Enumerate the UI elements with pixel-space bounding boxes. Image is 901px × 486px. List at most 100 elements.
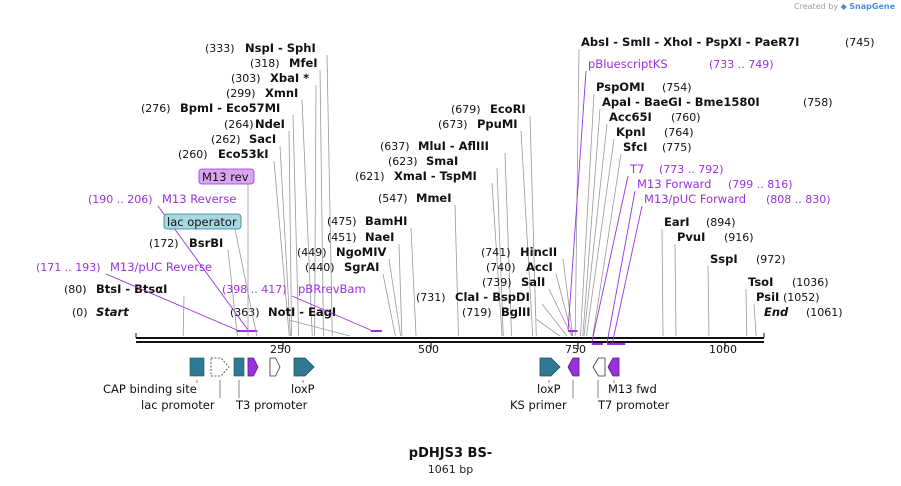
site-position: (739) xyxy=(482,276,512,289)
site-leader xyxy=(288,319,351,337)
credit-brand: SnapGene xyxy=(849,2,895,11)
site-position: (740) xyxy=(486,261,516,274)
site-name: AccI xyxy=(526,260,553,274)
site-name: Eco53kI xyxy=(218,147,269,161)
site-position: (1036) xyxy=(792,276,829,289)
site-leader xyxy=(314,84,317,337)
site-leader xyxy=(592,153,622,337)
site-name: SfcI xyxy=(623,140,647,154)
site-position: (719) xyxy=(462,306,492,319)
ruler-tick-label: 750 xyxy=(565,343,586,356)
site-position: (673) xyxy=(438,118,468,131)
site-leader xyxy=(388,258,402,337)
site-name: PvuI xyxy=(677,230,705,244)
site-position: (621) xyxy=(355,170,385,183)
site-position: (0) xyxy=(72,306,88,319)
primer-name: M13/pUC Reverse xyxy=(110,260,212,274)
site-name: BamHI xyxy=(365,214,407,228)
site-name: PspOMI xyxy=(596,80,645,94)
site-position: (623) xyxy=(388,155,418,168)
primer-range: (171 .. 193) xyxy=(36,261,101,274)
site-name: End xyxy=(764,305,789,319)
feature-label: lac promoter xyxy=(141,398,215,412)
primer-range: (808 .. 830) xyxy=(766,193,831,206)
feature-label-box xyxy=(198,168,255,185)
site-leader xyxy=(555,273,573,337)
site-position: (637) xyxy=(380,140,410,153)
site-leader xyxy=(182,295,185,337)
m13-rev-glyph xyxy=(247,357,259,377)
snapgene-logo-icon: ◆ xyxy=(840,2,847,11)
site-position: (451) xyxy=(327,231,357,244)
site-position: (172) xyxy=(149,237,179,250)
site-leader xyxy=(454,204,459,337)
site-leader xyxy=(745,288,748,337)
site-position: (264) xyxy=(224,118,254,131)
t3-promoter-glyph xyxy=(269,357,281,377)
site-leader xyxy=(273,160,290,337)
primer-name: M13 Reverse xyxy=(162,192,236,206)
plasmid-length: 1061 bp xyxy=(427,463,474,476)
primer-leader xyxy=(291,295,371,331)
site-name: NgoMIV xyxy=(336,245,386,259)
primer-leader xyxy=(105,273,237,331)
primer-range: (799 .. 816) xyxy=(728,178,793,191)
site-position: (475) xyxy=(327,215,357,228)
primer-name: M13 Forward xyxy=(637,177,711,191)
primer-leader xyxy=(606,190,636,344)
site-position: (276) xyxy=(141,102,171,115)
site-name: SspI xyxy=(710,252,738,266)
site-leader xyxy=(288,130,293,337)
site-name: SacI xyxy=(249,132,276,146)
site-position: (775) xyxy=(662,141,692,154)
site-name: NotI - EagI xyxy=(268,305,336,319)
site-name: NaeI xyxy=(365,230,394,244)
loxp-left-glyph xyxy=(293,357,315,377)
primer-leader xyxy=(611,205,643,344)
ruler-tick-label: 250 xyxy=(270,343,291,356)
site-name: SalI xyxy=(521,275,545,289)
site-name: XbaI * xyxy=(270,71,309,85)
site-leader xyxy=(301,99,313,337)
site-name: ApaI - BaeGI - Bme1580I xyxy=(602,95,760,109)
primer-leader xyxy=(567,70,587,331)
site-position: (679) xyxy=(451,103,481,116)
site-leader xyxy=(398,243,403,337)
site-leader xyxy=(319,69,324,337)
site-position: (972) xyxy=(756,253,786,266)
primer-range: (190 .. 206) xyxy=(88,193,153,206)
lac-operator-glyph xyxy=(233,357,245,377)
feature-label: T7 promoter xyxy=(597,398,670,412)
loxp-right-glyph xyxy=(539,357,561,377)
site-position: (758) xyxy=(803,96,833,109)
site-name: BtsI - BtsαI xyxy=(96,282,167,296)
site-name: EcoRI xyxy=(490,102,526,116)
site-leader xyxy=(583,123,608,337)
site-name: XmnI xyxy=(265,86,298,100)
site-leader xyxy=(326,54,333,337)
site-name: MfeI xyxy=(289,56,318,70)
site-leader xyxy=(580,93,595,337)
primer-name: pBRrevBam xyxy=(298,282,366,296)
site-leader xyxy=(707,265,710,337)
site-position: (547) xyxy=(378,192,408,205)
lac-promoter-glyph xyxy=(210,357,230,377)
feature-label: KS primer xyxy=(510,398,567,412)
primer-range: (773 .. 792) xyxy=(659,163,724,176)
site-position: (760) xyxy=(671,111,701,124)
site-name: MluI - AflIII xyxy=(418,139,489,153)
site-position: (440) xyxy=(305,261,335,274)
site-position: (764) xyxy=(664,126,694,139)
site-position: (299) xyxy=(226,87,256,100)
site-position: (1061) xyxy=(806,306,843,319)
site-name: ClaI - BspDI xyxy=(455,290,530,304)
site-name: SgrAI xyxy=(344,260,379,274)
site-leader xyxy=(410,227,417,337)
site-leader xyxy=(753,303,757,337)
site-name: AbsI - SmlI - XhoI - PspXI - PaeR7I xyxy=(581,35,799,49)
site-name: XmaI - TspMI xyxy=(394,169,477,183)
site-name: PsiI xyxy=(756,290,779,304)
site-position: (318) xyxy=(250,57,280,70)
site-name: SmaI xyxy=(426,154,458,168)
